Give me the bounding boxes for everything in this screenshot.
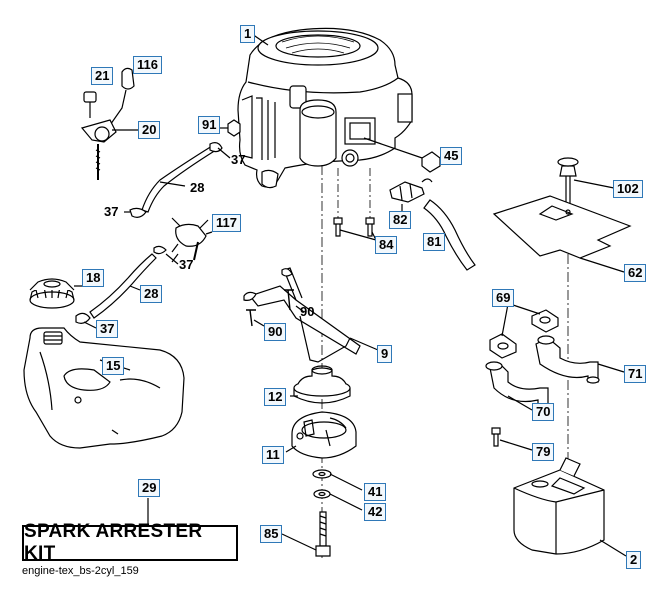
- callout-62: 62: [624, 264, 647, 282]
- spark-arrester-kit-box: SPARK ARRESTER KIT: [22, 521, 238, 564]
- callout-2: 2: [626, 551, 642, 569]
- pulley: [293, 365, 351, 404]
- callout-18: 18: [82, 269, 105, 287]
- label-37-upper: 37: [231, 152, 246, 167]
- callout-28-lower: 28: [140, 285, 163, 303]
- callout-11: 11: [262, 446, 284, 464]
- callout-90-lower: 90: [264, 323, 287, 341]
- label-37-pump: 37: [179, 257, 194, 272]
- callout-29: 29: [138, 479, 161, 497]
- callout-42: 42: [364, 503, 387, 521]
- diagram-caption: engine-tex_bs-2cyl_159: [22, 565, 139, 577]
- label-28-upper: 28: [190, 180, 205, 195]
- label-90-upper: 90: [300, 304, 315, 319]
- callout-84: 84: [375, 236, 398, 254]
- callout-12: 12: [264, 388, 287, 406]
- callout-82: 82: [389, 211, 412, 229]
- callout-45: 45: [440, 147, 463, 165]
- pto-clutch: [291, 411, 357, 459]
- callout-9: 9: [377, 345, 393, 363]
- callout-69: 69: [492, 289, 515, 307]
- callout-117: 117: [212, 214, 241, 232]
- callout-79: 79: [532, 443, 555, 461]
- callout-85: 85: [260, 525, 283, 543]
- callout-15: 15: [102, 357, 125, 375]
- engine: [237, 27, 413, 189]
- callout-1: 1: [240, 25, 256, 43]
- callout-37-tank: 37: [96, 320, 119, 338]
- fuel-tank: [23, 327, 185, 449]
- muffler: [513, 457, 605, 555]
- callout-20: 20: [138, 121, 161, 139]
- callout-21: 21: [91, 67, 114, 85]
- callout-102: 102: [613, 180, 643, 198]
- fuel-shutoff-assembly: [80, 67, 140, 180]
- heat-shield-plate: [492, 195, 632, 259]
- callout-116: 116: [133, 56, 162, 74]
- fuel-pump: [171, 217, 213, 261]
- callout-70: 70: [532, 403, 555, 421]
- callout-41: 41: [364, 483, 387, 501]
- gas-cap: [29, 278, 75, 309]
- muffler-bracket: [243, 267, 361, 363]
- callout-71: 71: [624, 365, 647, 383]
- callout-91: 91: [198, 116, 221, 134]
- callout-81: 81: [423, 233, 446, 251]
- label-37-left: 37: [104, 204, 119, 219]
